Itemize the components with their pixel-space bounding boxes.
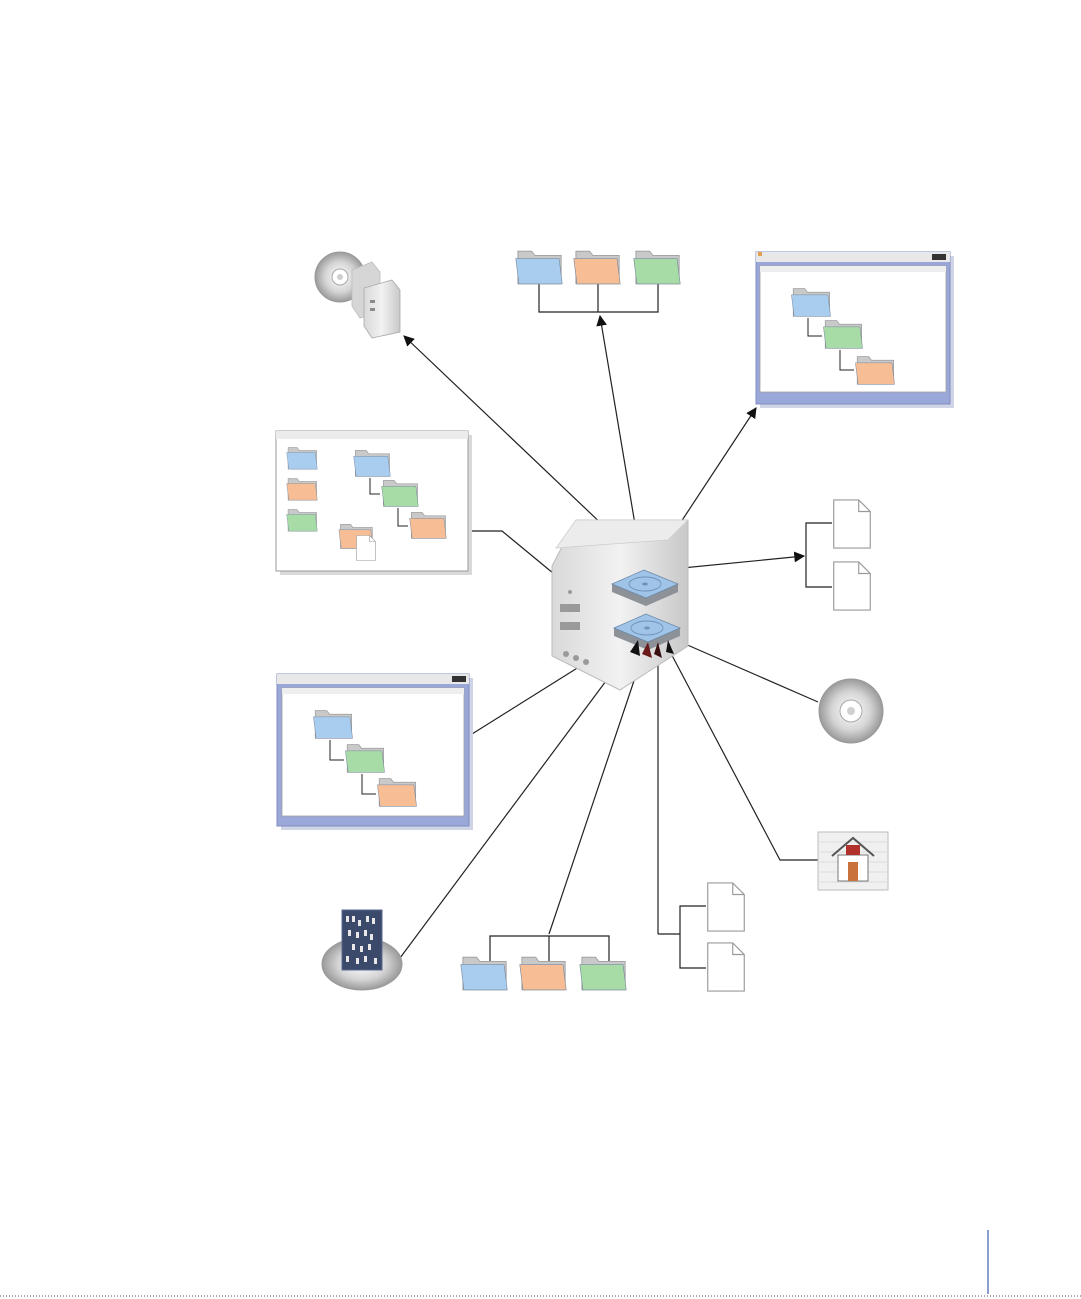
document-icon [834, 562, 871, 610]
cd-icon [819, 679, 883, 743]
edge-disc-to-server [676, 640, 818, 702]
folder-icon-blue [461, 957, 507, 990]
folder-icon-green [580, 957, 626, 990]
document-icon [708, 883, 745, 931]
folder-icon-green [823, 321, 862, 349]
document-icon [357, 536, 376, 561]
finder-window-icon-top-right [756, 252, 954, 408]
edge-home-to-server [666, 644, 818, 860]
folder-icon-blue [516, 251, 562, 284]
folder-icon-orange [855, 357, 894, 385]
document-icon [708, 943, 745, 991]
folder-icon-orange [520, 957, 566, 990]
raid-icon [322, 910, 402, 990]
backup-cd-and-server-icon [315, 252, 400, 338]
edge-bottom-folders-to-server [549, 648, 645, 934]
home-icon [818, 832, 888, 890]
folder-icon-green [287, 510, 318, 532]
folder-icon-blue [791, 289, 830, 317]
folder-icon-blue [313, 711, 352, 739]
folder-icon-orange [377, 779, 416, 807]
folder-icon-green [634, 251, 680, 284]
bottom-folder-group [461, 957, 626, 990]
folder-icon-green [345, 745, 384, 773]
folder-icon-blue [354, 451, 391, 477]
top-folder-group [516, 251, 680, 284]
finder-window-icon-left-top [276, 431, 472, 575]
documents-group-bottom [708, 883, 745, 991]
folder-icon-blue [287, 448, 318, 470]
documents-group-right [834, 500, 871, 610]
document-icon [834, 500, 871, 548]
finder-window-icon-left-bottom [277, 674, 473, 830]
folder-icon-orange [574, 251, 620, 284]
server-tower-icon [552, 520, 688, 690]
folder-icon-green [382, 481, 419, 507]
folder-icon-orange [410, 513, 447, 539]
folder-icon-orange [287, 479, 318, 501]
